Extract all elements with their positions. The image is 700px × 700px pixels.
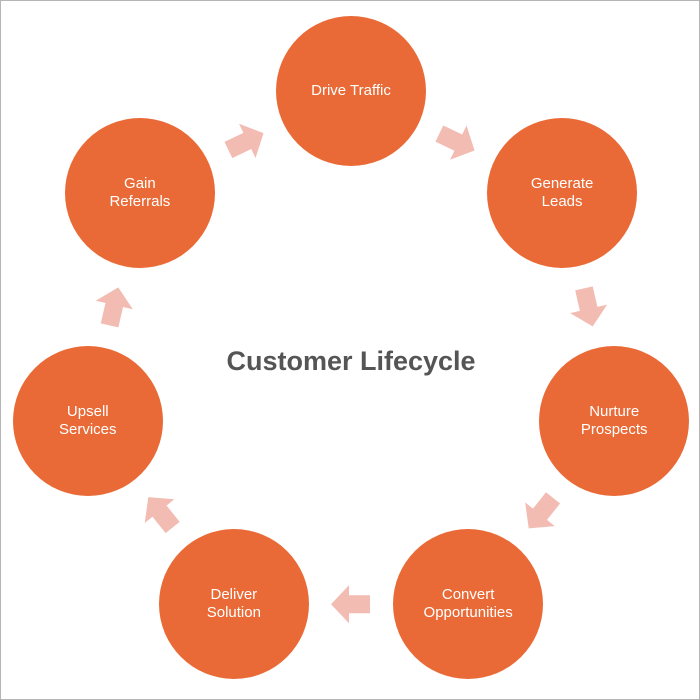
arrow-upsell-to-referrals — [95, 287, 133, 328]
step-drive-traffic: Drive Traffic — [276, 16, 426, 166]
step-upsell-services: Upsell Services — [12, 346, 163, 497]
arrow-referrals-to-drive — [224, 123, 264, 159]
step-deliver-solution: Deliver Solution — [158, 529, 309, 680]
diagram-title: Customer Lifecycle — [226, 346, 476, 376]
arrow-deliver-to-upsell — [144, 497, 180, 534]
step-convert-opportunities: Convert Opportunities — [393, 529, 544, 680]
step-nurture-prospects: Nurture Prospects — [539, 346, 690, 497]
arrow-generate-to-nurture — [570, 286, 608, 327]
arrow-nurture-to-convert — [525, 492, 561, 529]
arrow-drive-to-generate — [435, 125, 475, 160]
step-gain-referrals: Gain Referrals — [64, 117, 215, 268]
step-generate-leads: Generate Leads — [487, 117, 638, 268]
arrow-convert-to-deliver — [331, 585, 370, 624]
